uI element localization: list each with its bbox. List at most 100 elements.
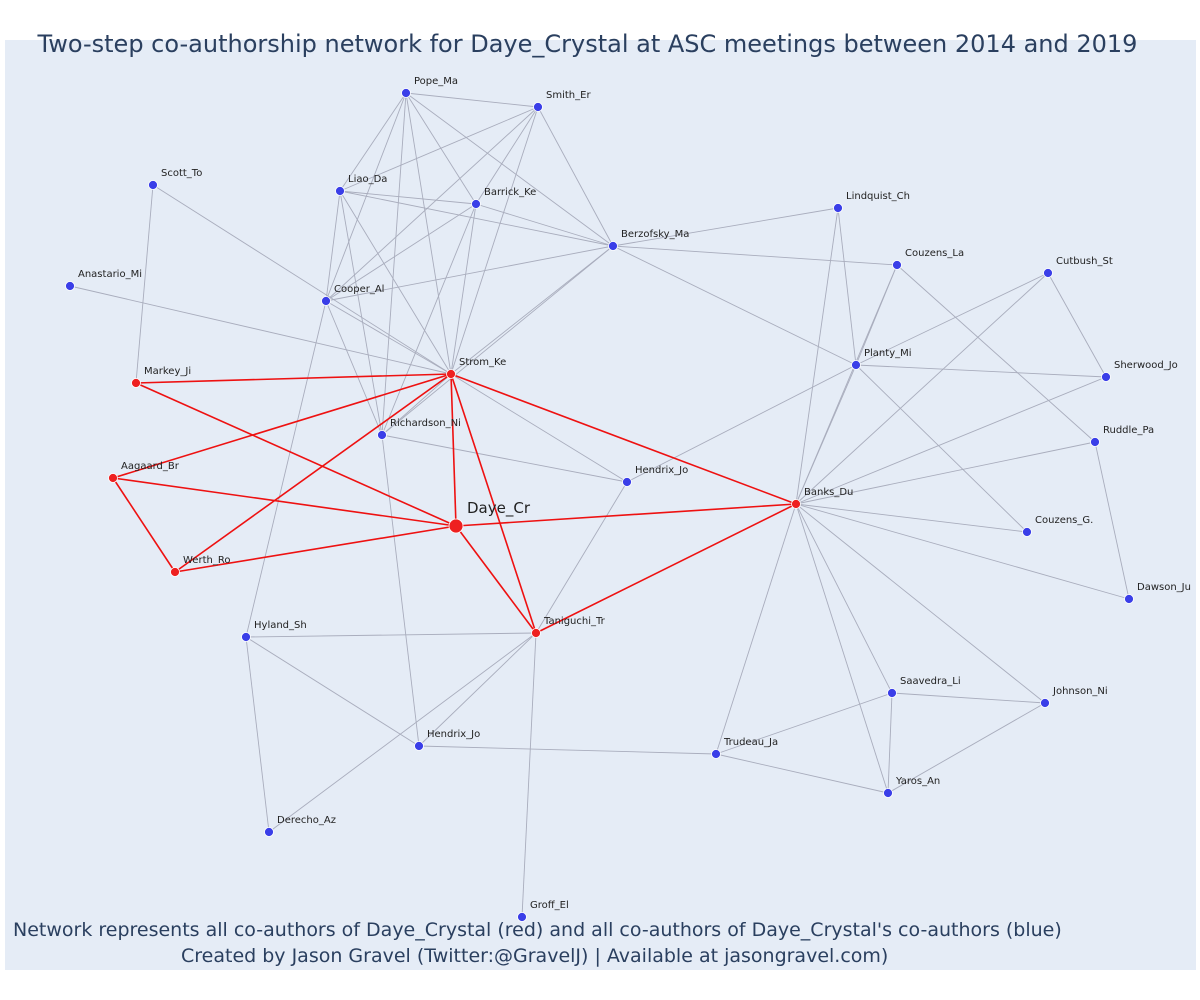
edge-cutbush-sherwood bbox=[1047, 272, 1107, 378]
edge-berzofsky-cooper bbox=[325, 245, 614, 302]
edge-lindquist-banks bbox=[795, 207, 839, 505]
edge-hyland-taniguchi bbox=[245, 632, 537, 638]
edge-cutbush-planty bbox=[855, 272, 1049, 366]
node-scott[interactable] bbox=[148, 180, 158, 190]
edge-scott-markey bbox=[135, 184, 154, 384]
edge-planty-couzensg bbox=[855, 364, 1028, 533]
node-trudeau[interactable] bbox=[711, 749, 721, 759]
node-lindquist[interactable] bbox=[833, 203, 843, 213]
edge-strom-richardson bbox=[381, 373, 452, 436]
node-label-anastario: Anastario_Mi bbox=[78, 269, 142, 280]
edge-hendrix2-trudeau bbox=[418, 745, 717, 755]
edge-banks-taniguchi bbox=[535, 503, 797, 634]
node-berzofsky[interactable] bbox=[608, 241, 618, 251]
node-label-daye: Daye_Cr bbox=[467, 499, 531, 518]
edge-hyland-derecho bbox=[245, 636, 270, 833]
node-dawson[interactable] bbox=[1124, 594, 1134, 604]
node-label-derecho: Derecho_Az bbox=[277, 815, 336, 826]
nodes-layer bbox=[65, 88, 1134, 922]
edge-barrick-berzofsky bbox=[475, 203, 614, 247]
node-label-aagaard: Aagaard_Br bbox=[121, 461, 180, 472]
edge-liao-berzofsky bbox=[339, 190, 614, 247]
edge-daye-banks bbox=[455, 503, 797, 527]
node-daye[interactable] bbox=[448, 518, 464, 534]
node-couzensla[interactable] bbox=[892, 260, 902, 270]
edge-anastario-strom bbox=[69, 285, 452, 375]
node-label-banks: Banks_Du bbox=[804, 487, 853, 498]
node-label-cutbush: Cutbush_St bbox=[1056, 256, 1113, 267]
node-label-berzofsky: Berzofsky_Ma bbox=[621, 229, 689, 240]
labels-layer: Pope_MaSmith_ErScott_ToLiao_DaBarrick_Ke… bbox=[78, 76, 1191, 911]
node-aagaard[interactable] bbox=[108, 473, 118, 483]
node-groff[interactable] bbox=[517, 912, 527, 922]
edge-pope-berzofsky bbox=[405, 92, 614, 247]
edge-berzofsky-planty bbox=[612, 245, 857, 366]
node-richardson[interactable] bbox=[377, 430, 387, 440]
node-label-planty: Planty_Mi bbox=[864, 348, 912, 359]
edge-saavedra-johnson bbox=[891, 692, 1046, 704]
edge-scott-strom bbox=[152, 184, 452, 375]
edge-strom-werth bbox=[174, 373, 452, 573]
edge-banks-yaros bbox=[795, 503, 889, 794]
edge-strom-hendrix1 bbox=[450, 373, 628, 483]
node-strom[interactable] bbox=[446, 369, 456, 379]
edge-berzofsky-richardson bbox=[381, 245, 614, 436]
node-label-werth: Werth_Ro bbox=[183, 555, 230, 566]
node-saavedra[interactable] bbox=[887, 688, 897, 698]
edge-daye-aagaard bbox=[112, 477, 457, 527]
node-derecho[interactable] bbox=[264, 827, 274, 837]
node-anastario[interactable] bbox=[65, 281, 75, 291]
node-hendrix2[interactable] bbox=[414, 741, 424, 751]
edge-liao-strom bbox=[339, 190, 452, 375]
node-taniguchi[interactable] bbox=[531, 628, 541, 638]
node-pope[interactable] bbox=[401, 88, 411, 98]
edge-aagaard-werth bbox=[112, 477, 176, 573]
edge-johnson-yaros bbox=[887, 702, 1046, 794]
edge-trudeau-yaros bbox=[715, 753, 889, 794]
edge-daye-strom bbox=[450, 373, 457, 527]
edge-liao-richardson bbox=[339, 190, 383, 436]
edge-strom-aagaard bbox=[112, 373, 452, 479]
node-label-sherwood: Sherwood_Jo bbox=[1114, 360, 1178, 371]
node-label-couzensg: Couzens_G. bbox=[1035, 515, 1093, 526]
edge-trudeau-saavedra bbox=[715, 692, 893, 755]
node-barrick[interactable] bbox=[471, 199, 481, 209]
edge-barrick-richardson bbox=[381, 203, 477, 436]
edge-sherwood-banks bbox=[795, 376, 1107, 505]
edge-couzensla-ruddle bbox=[896, 264, 1096, 443]
node-johnson[interactable] bbox=[1040, 698, 1050, 708]
node-planty[interactable] bbox=[851, 360, 861, 370]
edge-smith-barrick bbox=[475, 106, 539, 205]
node-label-richardson: Richardson_Ni bbox=[390, 418, 461, 429]
node-couzensg[interactable] bbox=[1022, 527, 1032, 537]
node-label-taniguchi: Taniguchi_Tr bbox=[543, 616, 606, 627]
node-hendrix1[interactable] bbox=[622, 477, 632, 487]
node-cutbush[interactable] bbox=[1043, 268, 1053, 278]
node-hyland[interactable] bbox=[241, 632, 251, 642]
node-sherwood[interactable] bbox=[1101, 372, 1111, 382]
caption-legend: Network represents all co-authors of Day… bbox=[13, 919, 1062, 941]
edge-daye-werth bbox=[174, 525, 457, 573]
plot-area bbox=[5, 40, 1196, 970]
edge-cutbush-banks bbox=[795, 272, 1049, 505]
node-smith[interactable] bbox=[533, 102, 543, 112]
node-yaros[interactable] bbox=[883, 788, 893, 798]
node-banks[interactable] bbox=[791, 499, 801, 509]
edge-berzofsky-strom bbox=[450, 245, 614, 375]
edge-banks-saavedra bbox=[795, 503, 893, 694]
edge-cooper-strom bbox=[325, 300, 452, 375]
node-werth[interactable] bbox=[170, 567, 180, 577]
node-label-trudeau: Trudeau_Ja bbox=[723, 737, 778, 748]
node-cooper[interactable] bbox=[321, 296, 331, 306]
edge-smith-liao bbox=[339, 106, 539, 192]
edge-pope-liao bbox=[339, 92, 407, 192]
node-label-cooper: Cooper_Al bbox=[334, 284, 384, 295]
edge-smith-strom bbox=[450, 106, 539, 375]
node-ruddle[interactable] bbox=[1090, 437, 1100, 447]
edge-taniguchi-hendrix2 bbox=[418, 632, 537, 747]
edge-planty-banks bbox=[795, 364, 857, 505]
node-markey[interactable] bbox=[131, 378, 141, 388]
node-liao[interactable] bbox=[335, 186, 345, 196]
edge-pope-strom bbox=[405, 92, 452, 375]
